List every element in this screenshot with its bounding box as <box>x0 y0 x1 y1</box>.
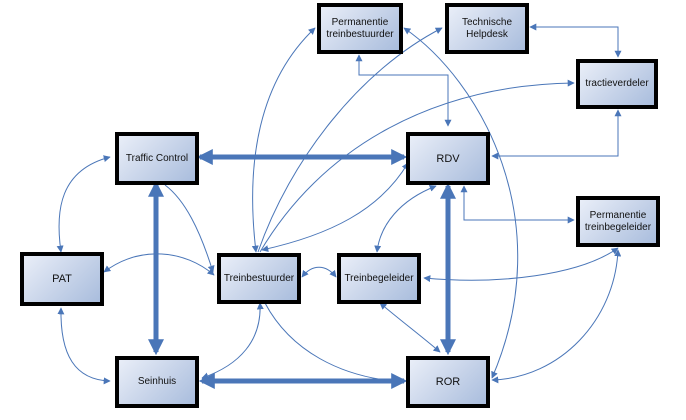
node-label: Seinhuis <box>137 376 177 387</box>
edge-treinbestuurder-seinhuis <box>201 302 264 380</box>
edge-treinbestuurder-treinbegeleider <box>301 266 337 278</box>
edge-rdv-treinbegeleider <box>374 185 437 253</box>
node-shadow <box>125 366 203 412</box>
node-seinhuis[interactable]: Seinhuis <box>115 356 203 412</box>
node-ror[interactable]: ROR <box>406 356 494 412</box>
node-rdv[interactable]: RDV <box>406 132 494 189</box>
node-shadow <box>347 263 425 308</box>
node-label: Traffic Control <box>125 152 189 164</box>
node-shadow <box>586 69 662 113</box>
node-traffic-control[interactable]: Traffic Control <box>115 132 203 189</box>
node-permanentie-treinbegeleider[interactable]: Permanentie treinbegeleider <box>576 196 664 251</box>
edge-treinbestuurder-ror <box>264 302 405 386</box>
node-treinbestuurder[interactable]: Treinbestuurder <box>217 253 305 308</box>
node-label: Treinbestuurder <box>223 272 295 284</box>
node-shadow <box>416 142 494 189</box>
node-shadow <box>227 263 305 308</box>
node-permanentie-treinbestuurder[interactable]: Permanentie treinbestuurder <box>317 3 407 58</box>
node-treinbegeleider[interactable]: Treinbegeleider <box>337 253 425 308</box>
node-label: Permanentie treinbegeleider <box>584 209 652 233</box>
node-label: Permanentie treinbestuurder <box>326 16 394 40</box>
edge-pat-seinhuis <box>57 307 111 385</box>
edge-permanentie-treinbegeleider-treinbegeleider <box>423 247 619 283</box>
edge-treinbegeleider-ror <box>379 302 441 353</box>
node-label: ROR <box>435 376 461 388</box>
node-tractieverdeler[interactable]: tractieverdeler <box>576 59 662 113</box>
node-shadow <box>416 366 494 412</box>
node-label: Treinbegeleider <box>344 272 414 284</box>
edge-permanentie-treinbestuurder-rdv <box>355 54 452 127</box>
edge-trafficcontrol-treinbestuurder <box>164 184 215 273</box>
node-shadow <box>125 142 203 189</box>
node-label: RDV <box>436 152 460 165</box>
edge-pat-treinbestuurder <box>103 253 215 276</box>
edge-rdv-permanentie-treinbegeleider <box>460 185 575 224</box>
node-shadow <box>30 262 108 310</box>
edge-trafficcontrol-pat <box>56 155 111 253</box>
node-pat[interactable]: PAT <box>20 252 108 310</box>
node-label: tractieverdeler <box>585 78 649 89</box>
edge-tractieverdeler-rdv <box>491 109 622 160</box>
node-label: Technische Helpdesk <box>461 16 513 40</box>
edge-treinbestuurder-rdv <box>261 162 409 253</box>
edge-permanentie-treinbestuurder-ror <box>403 27 519 379</box>
edge-permanentie-treinbegeleider-ror <box>491 249 622 384</box>
edge-technische-helpdesk-tractieverdeler <box>529 23 622 58</box>
node-label: PAT <box>52 273 72 285</box>
edge-treinbestuurder-permanentie-treinbestuurder <box>251 27 316 253</box>
node-technische-helpdesk[interactable]: Technische Helpdesk <box>445 3 533 58</box>
